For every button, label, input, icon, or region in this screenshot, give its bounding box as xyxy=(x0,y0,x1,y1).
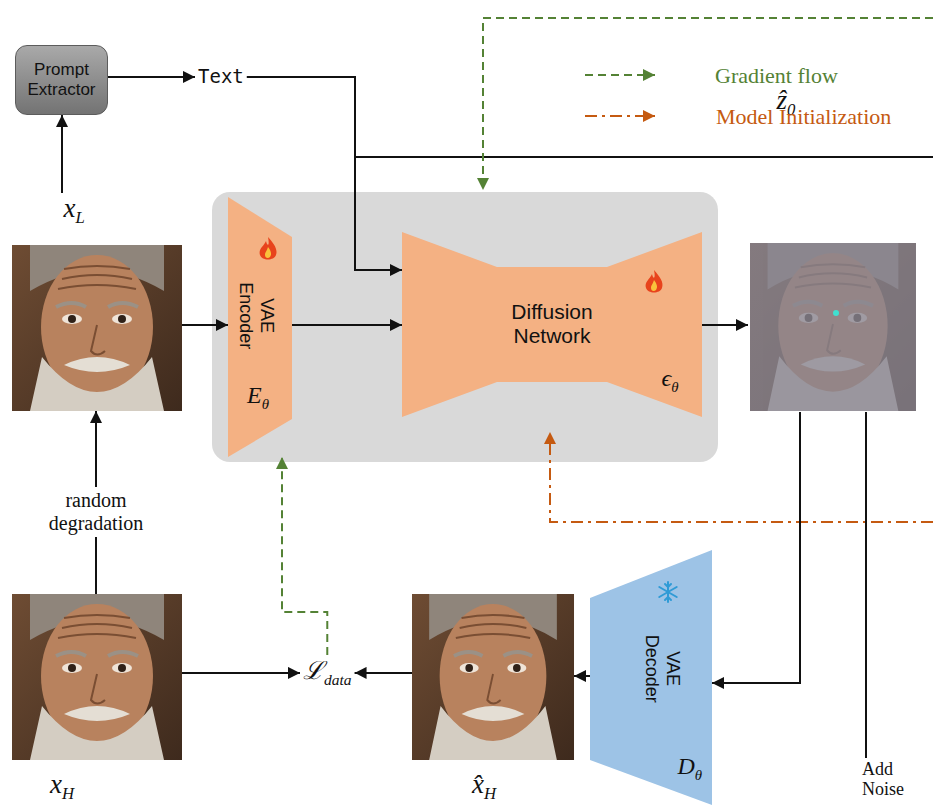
noise-line xyxy=(865,412,867,758)
box-label: Prompt Extractor xyxy=(22,60,101,99)
extractor-to-text-arrow xyxy=(108,76,195,78)
math-base: x xyxy=(64,193,76,223)
diffusion-network: Diffusion Network ϵθ xyxy=(402,232,702,417)
latent-picture xyxy=(750,243,916,411)
target-to-loss-arrow xyxy=(182,672,300,674)
gradient-flow-arrow xyxy=(483,18,933,190)
diffusion-network-shape xyxy=(402,232,702,417)
low-quality-photo xyxy=(12,245,182,411)
data-loss: ℒdata xyxy=(300,655,355,691)
low-quality-image: xL xyxy=(12,193,182,411)
image-to-encoder-arrow xyxy=(182,324,228,326)
math-subscript: H xyxy=(62,784,74,803)
network-to-latent-arrow xyxy=(702,324,748,326)
image-label: xH xyxy=(50,769,74,804)
model-initialization-arrow xyxy=(550,432,933,522)
high-quality-photo xyxy=(12,594,182,760)
prompt-extractor-box: Prompt Extractor xyxy=(15,45,108,115)
math-subscript: θ xyxy=(671,378,678,394)
math-base: x̂ xyxy=(472,769,484,799)
parameter-symbol: Eθ xyxy=(247,382,269,413)
text-feed-line xyxy=(355,156,933,158)
image-label: x̂H xyxy=(472,769,496,804)
math-subscript: θ xyxy=(695,766,702,782)
step-label: Add Noise xyxy=(862,760,924,800)
math-base: E xyxy=(247,382,262,408)
latent-ground xyxy=(750,243,916,411)
encoder-to-network-arrow xyxy=(292,324,402,326)
vae-decoder: VAE DecoderDθ xyxy=(590,550,712,805)
loss-symbol: ℒdata xyxy=(303,657,352,689)
add-noise-step: Add Noise xyxy=(860,758,926,802)
vae-decoder-shape xyxy=(590,550,712,805)
legend-label: Gradient flow xyxy=(715,63,838,88)
parameter-symbol: Dθ xyxy=(678,753,703,784)
reconstruction-to-loss-arrow xyxy=(355,672,412,674)
edge-label: random degradation xyxy=(32,487,160,537)
math-base: x xyxy=(50,769,62,799)
legend-label: Model Initialization xyxy=(716,104,891,129)
token-label: Text xyxy=(198,66,244,88)
legend-sample xyxy=(585,115,655,117)
block-label: Diffusion Network xyxy=(492,300,612,348)
math-base: ϵ xyxy=(662,365,672,391)
text-token: Text xyxy=(195,64,247,90)
latent-to-decoder-arrow xyxy=(712,412,800,683)
parameter-symbol: ϵθ xyxy=(662,365,679,396)
vae-encoder-shape xyxy=(228,197,292,457)
reconstructed-image: x̂H xyxy=(412,594,574,804)
block-label: VAE Encoder xyxy=(235,274,276,356)
math-subscript: θ xyxy=(262,395,269,411)
math-base: D xyxy=(678,753,695,779)
latent-face-trace xyxy=(750,243,916,411)
math-subscript: L xyxy=(75,208,84,227)
reconstructed-photo xyxy=(412,594,574,760)
image-to-extractor-arrow xyxy=(61,115,63,193)
decoder-to-image-arrow xyxy=(574,675,590,677)
math-subscript: data xyxy=(324,671,352,688)
block-label: VAE Decoder xyxy=(641,623,682,713)
math-base: ℒ xyxy=(303,657,324,684)
legend-sample xyxy=(585,74,655,76)
latent-dot xyxy=(833,310,839,316)
model-panel xyxy=(212,192,718,462)
latent-output: ẑ0 xyxy=(748,84,916,412)
image-label: xL xyxy=(64,193,85,228)
vae-encoder: VAE EncoderEθ xyxy=(228,197,292,457)
math-subscript: H xyxy=(484,784,496,803)
high-quality-image: xH xyxy=(12,594,182,804)
loss-gradient-arrow xyxy=(282,457,327,655)
